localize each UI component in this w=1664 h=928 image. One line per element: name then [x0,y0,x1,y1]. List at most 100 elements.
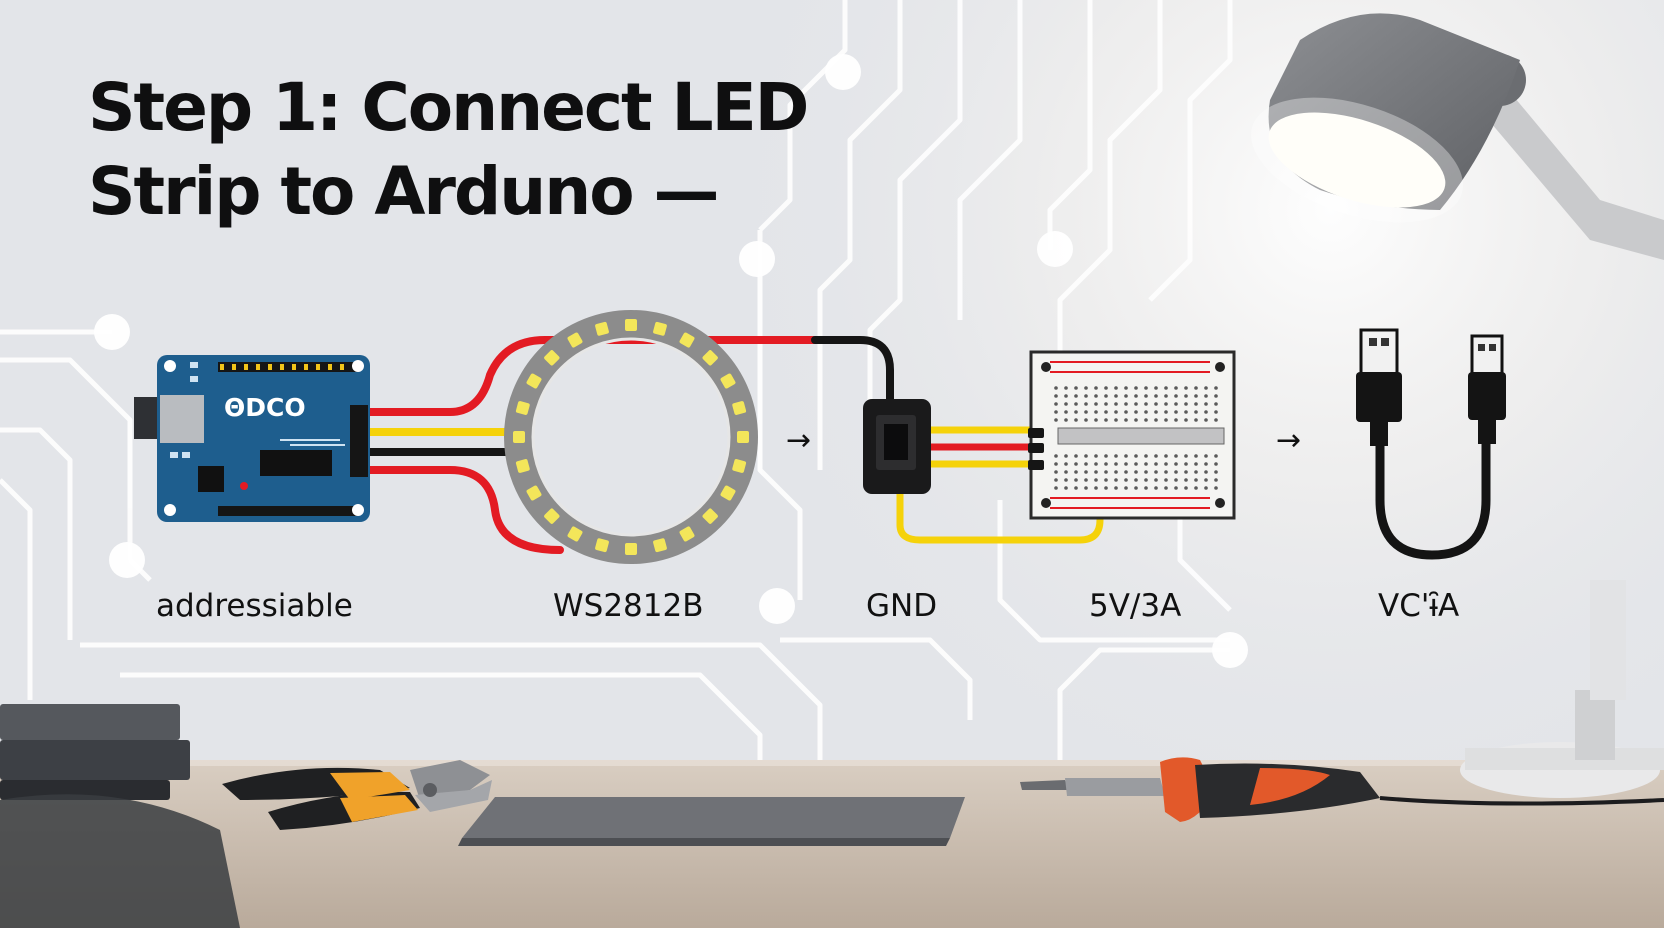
breadboard-hole [1134,454,1138,458]
breadboard-hole [1104,394,1108,398]
breadboard-hole [1124,462,1128,466]
breadboard-hole [1074,386,1078,390]
breadboard-hole [1074,454,1078,458]
breadboard-hole [1154,470,1158,474]
breadboard-hole [1154,478,1158,482]
breadboard-hole [1184,470,1188,474]
breadboard-hole [1154,386,1158,390]
led-dot [513,431,525,443]
breadboard-hole [1134,418,1138,422]
led-dot [737,431,749,443]
soldering-iron-icon [1020,757,1664,822]
breadboard-hole [1134,410,1138,414]
breadboard-hole [1094,478,1098,482]
breadboard-hole [1114,462,1118,466]
breadboard-hole [1094,410,1098,414]
breadboard-hole [1144,394,1148,398]
arduino-board-icon: ΘDCO [134,355,370,522]
breadboard-hole [1154,486,1158,490]
breadboard-hole [1194,418,1198,422]
title-line-1: Step 1: Connect LED [88,69,809,146]
breadboard-hole [1184,486,1188,490]
breadboard-hole [1144,418,1148,422]
breadboard-hole [1204,402,1208,406]
led-dot [515,401,530,415]
breadboard-hole [1214,418,1218,422]
breadboard-hole [1164,418,1168,422]
breadboard-hole [1154,454,1158,458]
breadboard-hole [1164,410,1168,414]
breadboard-hole [1104,402,1108,406]
breadboard-hole [1084,402,1088,406]
breadboard-hole [1084,454,1088,458]
breadboard-hole [1174,462,1178,466]
breadboard-hole [1054,410,1058,414]
breadboard-hole [1074,410,1078,414]
breadboard-hole [1194,394,1198,398]
breadboard-hole [1144,478,1148,482]
breadboard-hole [1064,478,1068,482]
breadboard-hole [1184,394,1188,398]
breadboard-hole [1154,410,1158,414]
led-dot [653,321,667,336]
breadboard-hole [1074,478,1078,482]
led-dot [720,373,736,389]
breadboard-hole [1164,386,1168,390]
breadboard-hole [1064,410,1068,414]
breadboard-hole [1134,394,1138,398]
breadboard-hole [1114,486,1118,490]
breadboard-hole [1184,410,1188,414]
led-ring-icon [504,310,758,564]
breadboard-hole [1084,410,1088,414]
breadboard-hole [1124,410,1128,414]
breadboard-hole [1094,386,1098,390]
breadboard-hole [1124,394,1128,398]
label-ws2812b: WS2812B [553,588,704,624]
breadboard-hole [1204,470,1208,474]
breadboard-hole [1144,486,1148,490]
led-dot [679,526,695,542]
breadboard-hole [1154,462,1158,466]
breadboard-hole [1054,386,1058,390]
led-dot [515,459,530,473]
breadboard-hole [1094,462,1098,466]
breadboard-hole [1204,454,1208,458]
breadboard-hole [1194,454,1198,458]
breadboard-hole [1104,462,1108,466]
led-dot [625,543,637,555]
breadboard-hole [1214,402,1218,406]
breadboard-hole [1124,478,1128,482]
breadboard-hole [1174,478,1178,482]
label-vc: VC'ɨ̑A [1378,588,1460,624]
breadboard-hole [1074,470,1078,474]
breadboard-hole [1094,402,1098,406]
breadboard-hole [1174,386,1178,390]
breadboard-hole [1214,386,1218,390]
books-icon [0,704,190,800]
breadboard-hole [1134,470,1138,474]
breadboard-hole [1144,454,1148,458]
breadboard-hole [1174,410,1178,414]
breadboard-hole [1124,386,1128,390]
breadboard-hole [1144,410,1148,414]
breadboard-hole [1164,394,1168,398]
breadboard-hole [1184,418,1188,422]
breadboard-hole [1184,402,1188,406]
breadboard-hole [1144,470,1148,474]
breadboard-hole [1064,386,1068,390]
led-dot [702,508,718,524]
board-logo: ΘDCO [224,393,306,422]
label-addressiable: addressiable [156,588,353,624]
breadboard-hole [1104,454,1108,458]
breadboard-hole [1174,394,1178,398]
breadboard-hole [1174,402,1178,406]
arrow-2: → [1276,423,1301,458]
breadboard-hole [1194,462,1198,466]
breadboard-hole [1204,418,1208,422]
breadboard-hole [1104,478,1108,482]
led-dot [595,321,609,336]
breadboard-hole [1094,470,1098,474]
breadboard-hole [1124,470,1128,474]
breadboard-hole [1114,418,1118,422]
